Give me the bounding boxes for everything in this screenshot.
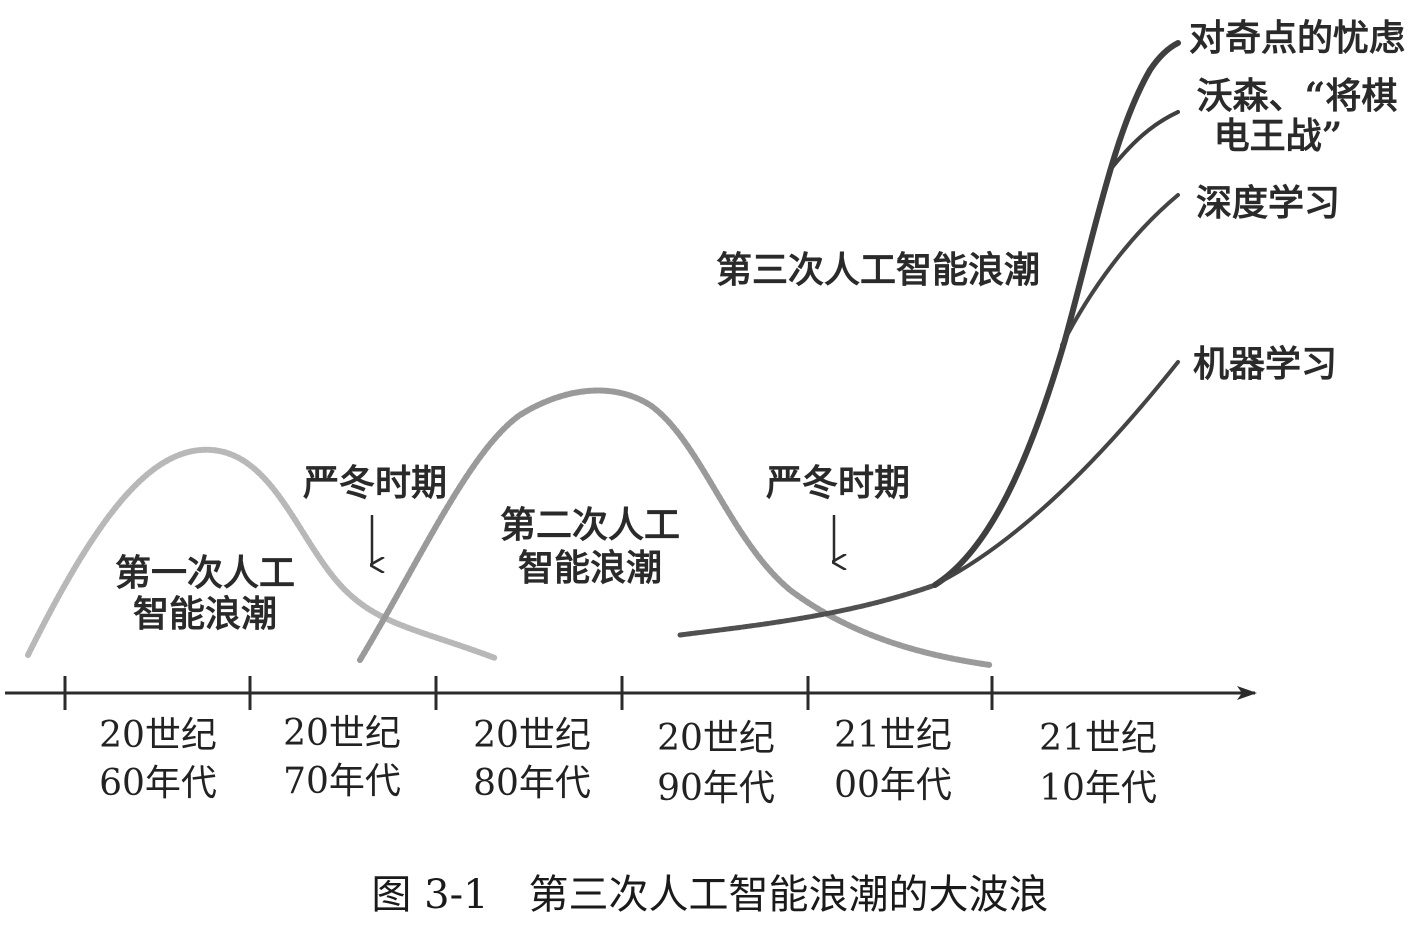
branch-watson-label-line2: 电王战” [1214,115,1343,157]
branch-watson-line [1108,110,1180,172]
period-label-6-line2: 10年代 [1039,768,1157,809]
wave-1-label-line1: 第一次人工 [115,552,295,594]
wave-3-base-curve [677,582,938,638]
period-label-1-line1: 20世纪 [99,715,217,756]
period-label-5-line1: 21世纪 [834,715,952,756]
branch-deep-learning-label: 深度学习 [1196,182,1340,224]
period-label-4-line2: 90年代 [657,768,775,809]
winter-label-1: 严冬时期 [303,462,447,504]
period-label-2-line1: 20世纪 [283,713,401,754]
branch-machine-learning-line [938,360,1180,584]
axis-ticks [63,676,994,710]
figure-caption: 图 3-1 第三次人工智能浪潮的大波浪 [371,872,1048,918]
wave-2-label-line2: 智能浪潮 [518,547,662,589]
period-label-3-line2: 80年代 [473,763,591,804]
period-label-1-line2: 60年代 [99,763,217,804]
period-label-3-line1: 20世纪 [473,715,591,756]
wave-3-label: 第三次人工智能浪潮 [716,249,1040,291]
wave-2-curve [357,387,993,668]
period-label-4-line1: 20世纪 [657,718,775,759]
period-label-6-line1: 21世纪 [1039,718,1157,759]
wave-1-label-line2: 智能浪潮 [133,593,277,635]
wave-2-label-line1: 第二次人工 [500,504,680,546]
branch-watson-label-line1: 沃森、“将棋 [1197,75,1398,117]
wave-1-curve [25,446,498,661]
branch-machine-learning-label: 机器学习 [1193,343,1337,385]
branch-deep-learning-line [1060,193,1180,347]
branch-singularity-label: 对奇点的忧虑 [1189,17,1405,59]
period-label-5-line2: 00年代 [834,765,952,806]
period-label-2-line2: 70年代 [283,761,401,802]
branch-singularity-line [932,40,1181,588]
winter-label-2: 严冬时期 [766,462,910,504]
